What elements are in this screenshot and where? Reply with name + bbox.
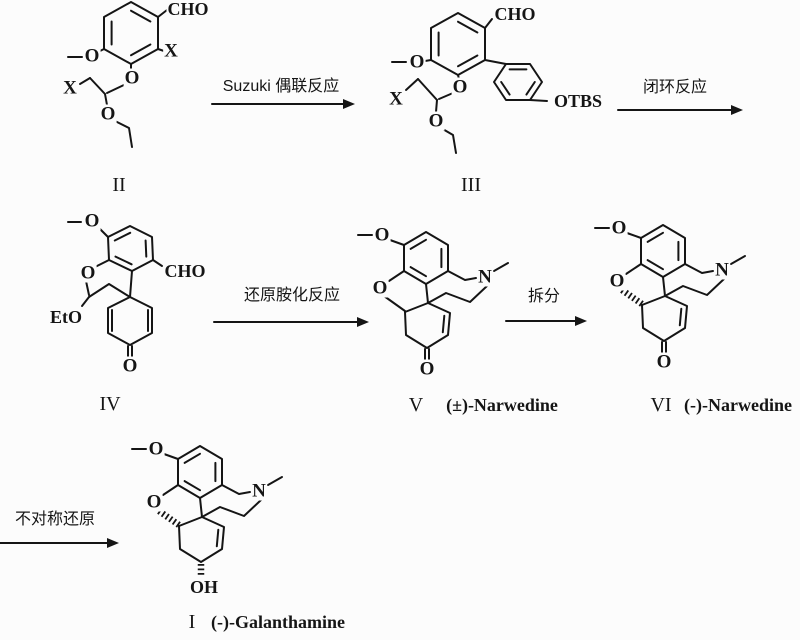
ring-closure-reaction-label: 闭环反应 — [642, 79, 708, 96]
resolution-reaction-label: 拆分 — [527, 288, 561, 305]
v-n-label: N — [477, 266, 493, 288]
arrow-suzuki-coupling — [211, 99, 355, 109]
v-o-ketone-label: O — [418, 358, 436, 380]
asymmetric-reduction-reaction-label: 不对称还原 — [14, 511, 96, 528]
structure-iv-skeleton — [67, 221, 163, 358]
i-o-methoxy-label: O — [147, 438, 165, 460]
structure-ii-skeleton — [67, 1, 168, 148]
iii-x-chain-label: X — [388, 88, 404, 110]
iii-o-aryl-label: O — [451, 76, 469, 98]
ii-x-ring-label: X — [163, 40, 179, 62]
vi-n-label: N — [714, 259, 730, 281]
v-caption-number: V — [408, 394, 424, 416]
vi-o-methoxy-label: O — [610, 217, 628, 239]
vi-caption-number: VI — [650, 394, 672, 416]
iii-o-methoxy-label: O — [408, 51, 426, 73]
v-o-furan-label: O — [371, 277, 389, 299]
i-caption-name: (-)-Galanthamine — [211, 612, 345, 632]
structure-vi-skeleton — [594, 224, 746, 354]
iv-o-methoxy-label: O — [83, 210, 101, 232]
i-o-furan-label: O — [145, 491, 163, 513]
v-o-methoxy-label: O — [373, 224, 391, 246]
reductive-amination-reaction-label: 还原胺化反应 — [243, 287, 341, 304]
structure-v-skeleton — [357, 231, 509, 361]
iv-cho-label: CHO — [163, 261, 207, 281]
v-caption-name: (±)-Narwedine — [446, 395, 558, 415]
arrow-resolution — [505, 316, 587, 326]
iii-otbs-label: OTBS — [552, 91, 604, 111]
vi-o-furan-label: O — [608, 270, 626, 292]
structure-i-skeleton — [131, 445, 283, 576]
suzuki-coupling-reaction-label: Suzuki 偶联反应 — [222, 78, 340, 95]
ii-o-methoxy-label: O — [83, 45, 101, 67]
iii-cho-label: CHO — [493, 4, 537, 24]
i-caption-number: I — [188, 611, 196, 633]
ii-o-aryl-label: O — [123, 67, 141, 89]
ii-cho-label: CHO — [166, 0, 210, 19]
vi-caption-name: (-)-Narwedine — [684, 395, 792, 415]
iv-caption: IV — [99, 393, 121, 415]
i-oh-label: OH — [188, 577, 220, 597]
iii-caption: III — [461, 174, 481, 196]
iv-eto-label: EtO — [48, 307, 84, 327]
arrow-reductive-amination — [213, 317, 369, 327]
iii-o-ethoxy-label: O — [427, 110, 445, 132]
ii-caption: II — [112, 174, 126, 196]
i-n-label: N — [251, 480, 267, 502]
iv-o-ketone-label: O — [121, 355, 139, 377]
ii-o-ethoxy-label: O — [99, 103, 117, 125]
arrow-asymmetric-reduction — [0, 538, 119, 548]
arrow-ring-closure — [617, 105, 743, 115]
vi-o-ketone-label: O — [655, 351, 673, 373]
ii-x-chain-label: X — [62, 77, 78, 99]
structure-iii-skeleton — [391, 12, 548, 154]
iv-o-ring-label: O — [79, 262, 97, 284]
